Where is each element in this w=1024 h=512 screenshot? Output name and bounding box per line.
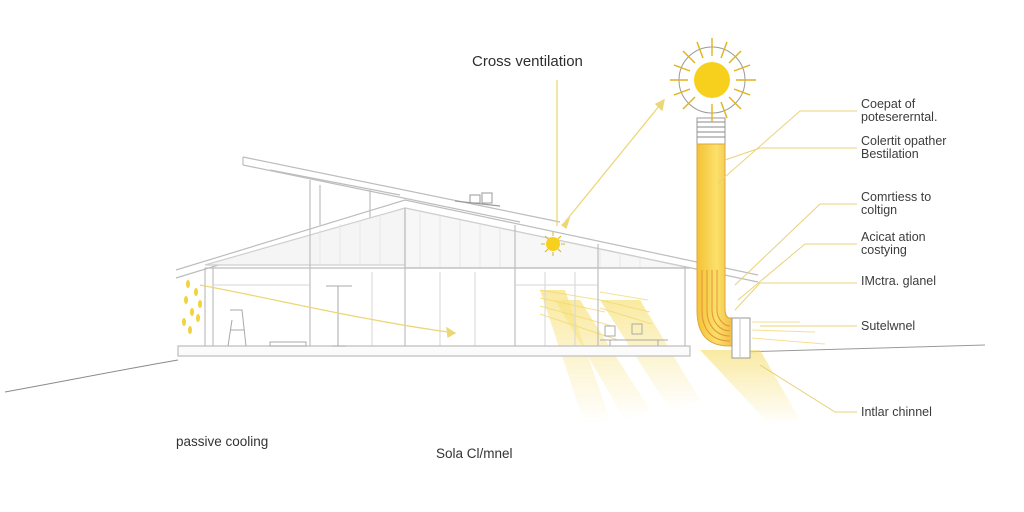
callout-2-line1: Colertit opather [861, 134, 947, 148]
ground-line [4, 344, 986, 393]
callout-6: Sutelwnel [861, 320, 915, 333]
passive-cooling-label: passive cooling [176, 434, 269, 449]
solar-chimney [696, 117, 751, 359]
cross-ventilation-arrows [199, 80, 665, 339]
callout-7: Intlar chinnel [861, 406, 932, 419]
callout-4-line2: costying [861, 243, 907, 257]
callout-5-line1: IMctra. glanel [861, 274, 937, 288]
callout-leader-lines [717, 110, 857, 413]
interior-furniture [227, 285, 668, 347]
house-frame [175, 156, 759, 357]
callout-4-line1: Acicat ation [861, 230, 926, 244]
callout-2: Colertit opather Bestilation [861, 135, 946, 161]
callout-1: Coepat of potesererntal. [861, 98, 937, 124]
callout-1-line1: Coepat of [861, 97, 916, 111]
callout-3-line1: Comrtiess to [861, 190, 932, 204]
roof-sun-icon [541, 232, 565, 256]
callout-4: Acicat ation costying [861, 231, 926, 257]
callout-7-line1: Intlar chinnel [861, 405, 932, 419]
solar-chimney-label: Sola Cl/mnel [436, 446, 513, 461]
cross-ventilation-label: Cross ventilation [472, 53, 583, 70]
callout-1-line2: potesererntal. [861, 110, 938, 124]
sun-icon [670, 38, 756, 122]
callout-6-line1: Sutelwnel [861, 319, 916, 333]
callout-5: IMctra. glanel [861, 275, 936, 288]
callout-3-line2: coltign [861, 203, 898, 217]
callout-3: Comrtiess to coltign [861, 191, 931, 217]
left-foliage [182, 280, 202, 334]
callout-2-line2: Bestilation [861, 147, 919, 161]
sunlight-beams [539, 289, 826, 425]
